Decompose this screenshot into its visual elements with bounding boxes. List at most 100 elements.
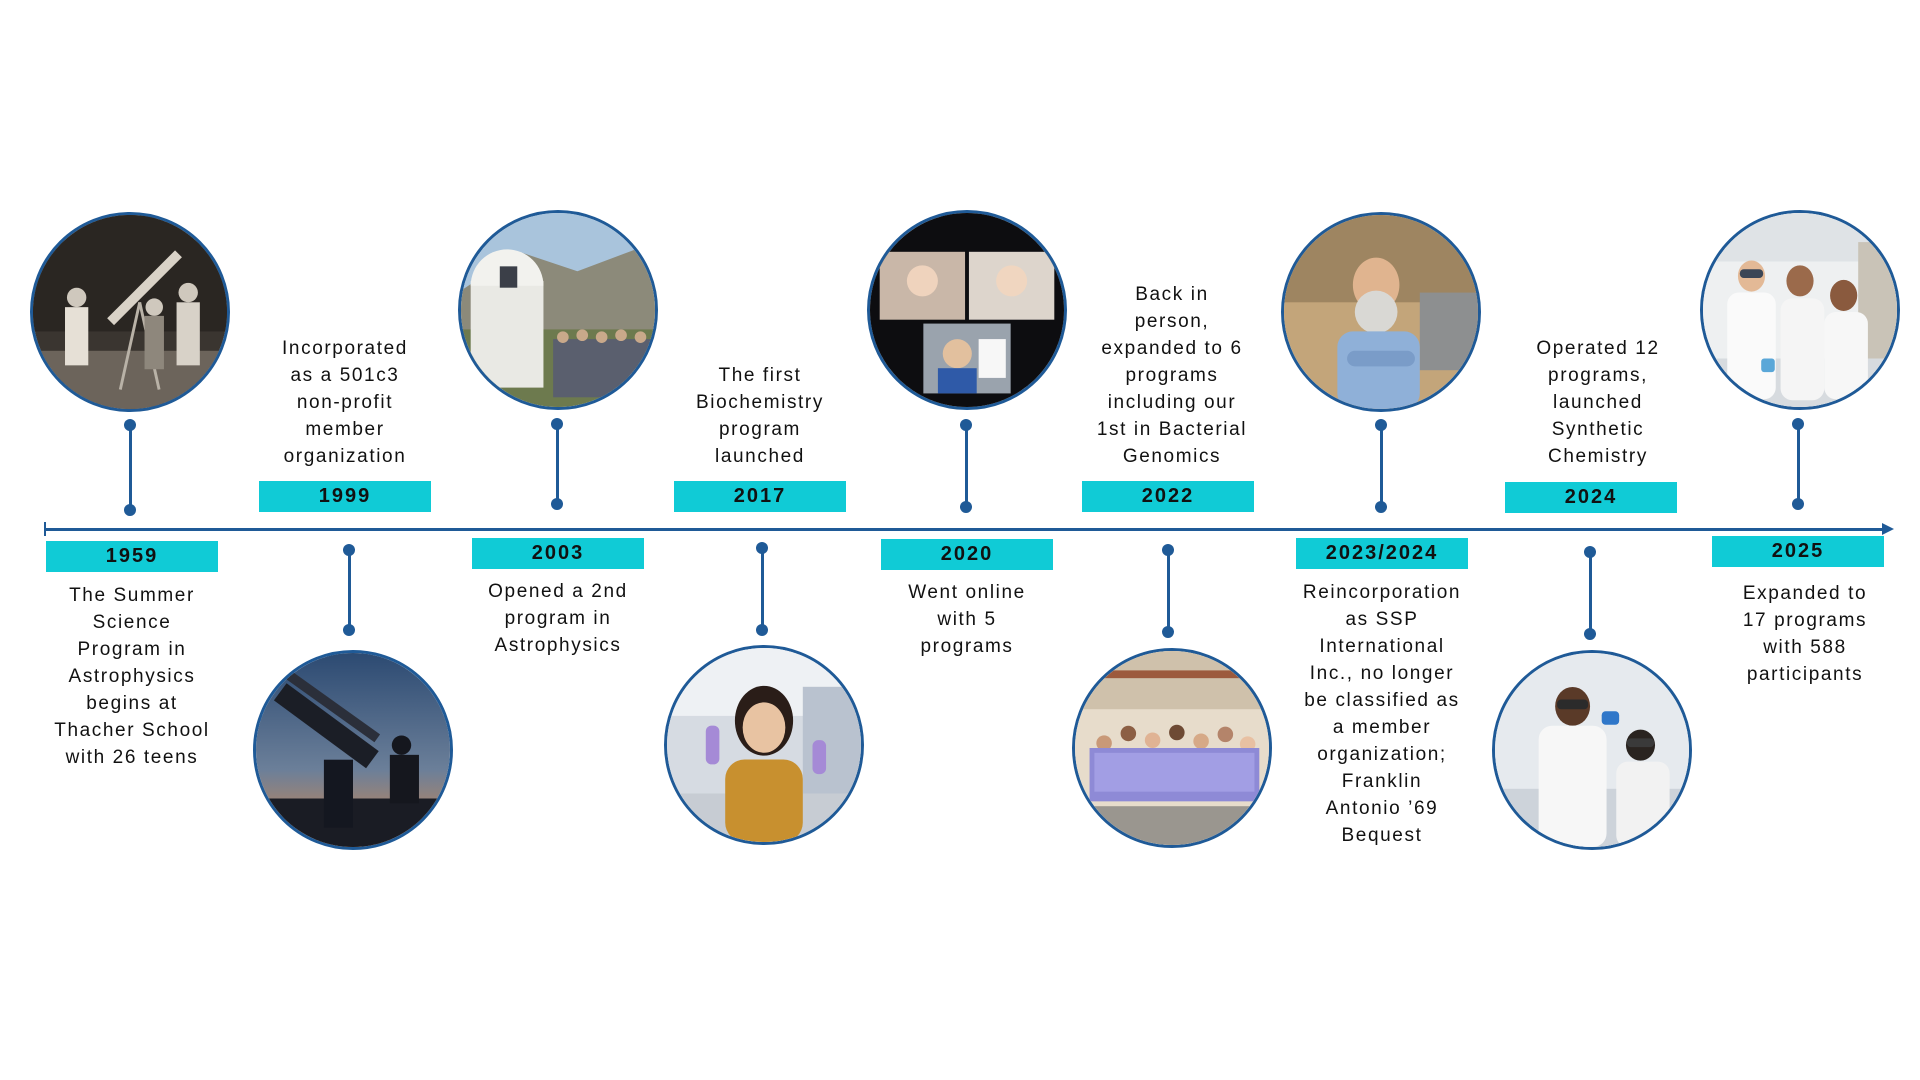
description-line: non-profit	[296, 392, 394, 413]
connector-line	[760, 548, 764, 630]
description-line: The first	[718, 365, 802, 386]
description-line: Genomics	[1122, 446, 1222, 467]
connector-line	[1166, 550, 1170, 632]
description-line: Opened a 2nd	[488, 581, 628, 602]
group-of-students-photo	[1072, 648, 1272, 848]
connector-dot	[1584, 628, 1596, 640]
connector-dot	[960, 419, 972, 431]
connector-dot	[124, 419, 136, 431]
year-label: 1959	[46, 541, 218, 572]
description-line: program in	[504, 608, 612, 629]
year-label: 2020	[881, 539, 1053, 570]
year-label: 2025	[1712, 536, 1884, 567]
description-line: begins at	[86, 693, 178, 714]
year-label: 2003	[472, 538, 644, 569]
connector-line	[555, 424, 559, 504]
students-in-lab-coats-photo	[1700, 210, 1900, 410]
connector-dot	[1162, 544, 1174, 556]
event-description: Operated 12 programs, launched Synthetic…	[1498, 330, 1698, 470]
event-description: Reincorporation as SSP International Inc…	[1282, 579, 1482, 849]
connector-dot	[124, 504, 136, 516]
student-in-lab-photo	[664, 645, 864, 845]
connector-dot	[1375, 501, 1387, 513]
description-line: Operated 12	[1536, 338, 1660, 359]
connector-dot	[1162, 626, 1174, 638]
video-call-students-photo	[867, 210, 1067, 410]
connector-dot	[551, 418, 563, 430]
description-line: with 26 teens	[65, 747, 199, 768]
year-label: 2024	[1505, 482, 1677, 513]
connector-dot	[551, 498, 563, 510]
description-line: Antonio ’69	[1325, 798, 1439, 819]
description-line: Program in	[77, 639, 187, 660]
connector-dot	[1792, 418, 1804, 430]
vintage-astronomers-with-telescope-photo	[30, 212, 230, 412]
timeline-axis	[45, 528, 1885, 531]
description-line: member	[305, 419, 385, 440]
connector-dot	[1792, 498, 1804, 510]
description-line: Expanded to	[1742, 583, 1868, 604]
event-description: Expanded to 17 programs with 588 partici…	[1705, 580, 1905, 688]
year-label: 2022	[1082, 481, 1254, 512]
description-line: programs	[920, 636, 1014, 657]
year-label: 2023/2024	[1296, 538, 1468, 569]
event-description: The Summer Science Program in Astrophysi…	[32, 582, 232, 771]
description-line: Thacher School	[54, 720, 210, 741]
description-line: Reincorporation	[1302, 582, 1462, 603]
timeline-arrow-icon	[1882, 523, 1894, 535]
description-line: participants	[1746, 664, 1864, 685]
event-description: The first Biochemistry program launched	[660, 360, 860, 470]
chemistry-students-goggles-photo	[1492, 650, 1692, 850]
description-line: Incorporated	[282, 338, 408, 359]
description-line: organization;	[1317, 744, 1447, 765]
connector-dot	[343, 544, 355, 556]
connector-dot	[1584, 546, 1596, 558]
connector-line	[128, 425, 132, 510]
connector-line	[964, 425, 968, 507]
description-line: Synthetic	[1551, 419, 1645, 440]
bearded-man-portrait-photo	[1281, 212, 1481, 412]
event-description: Incorporated as a 501c3 non-profit membe…	[245, 330, 445, 470]
year-label: 2017	[674, 481, 846, 512]
description-line: expanded to 6	[1101, 338, 1243, 359]
description-line: Astrophysics	[68, 666, 196, 687]
connector-line	[347, 550, 351, 630]
observatory-dome-group-photo	[458, 210, 658, 410]
description-line: Inc., no longer	[1309, 663, 1455, 684]
description-line: organization	[283, 446, 407, 467]
connector-dot	[1375, 419, 1387, 431]
description-line: as a 501c3	[290, 365, 400, 386]
event-description: Back in person, expanded to 6 programs i…	[1072, 270, 1272, 470]
description-line: with 5	[937, 609, 997, 630]
description-line: The Summer	[69, 585, 195, 606]
connector-dot	[756, 542, 768, 554]
description-line: programs	[1125, 365, 1219, 386]
year-label: 1999	[259, 481, 431, 512]
connector-dot	[756, 624, 768, 636]
description-line: launched	[1553, 392, 1643, 413]
description-line: Back in	[1135, 284, 1209, 305]
description-line: as SSP	[1345, 609, 1419, 630]
description-line: International	[1319, 636, 1445, 657]
connector-line	[1588, 552, 1592, 634]
description-line: Bequest	[1341, 825, 1423, 846]
description-line: launched	[715, 446, 805, 467]
description-line: Science	[92, 612, 172, 633]
description-line: 17 programs	[1742, 610, 1868, 631]
description-line: program	[719, 419, 801, 440]
description-line: Chemistry	[1548, 446, 1648, 467]
description-line: programs,	[1548, 365, 1648, 386]
description-line: 1st in Bacterial	[1096, 419, 1248, 440]
description-line: Biochemistry	[696, 392, 824, 413]
description-line: a member	[1332, 717, 1432, 738]
telescope-at-dusk-photo	[253, 650, 453, 850]
connector-line	[1379, 425, 1383, 507]
description-line: person,	[1134, 311, 1210, 332]
description-line: Franklin	[1341, 771, 1423, 792]
description-line: be classified as	[1304, 690, 1460, 711]
description-line: including our	[1107, 392, 1237, 413]
event-description: Opened a 2nd program in Astrophysics	[458, 578, 658, 659]
connector-dot	[343, 624, 355, 636]
description-line: Went online	[908, 582, 1026, 603]
